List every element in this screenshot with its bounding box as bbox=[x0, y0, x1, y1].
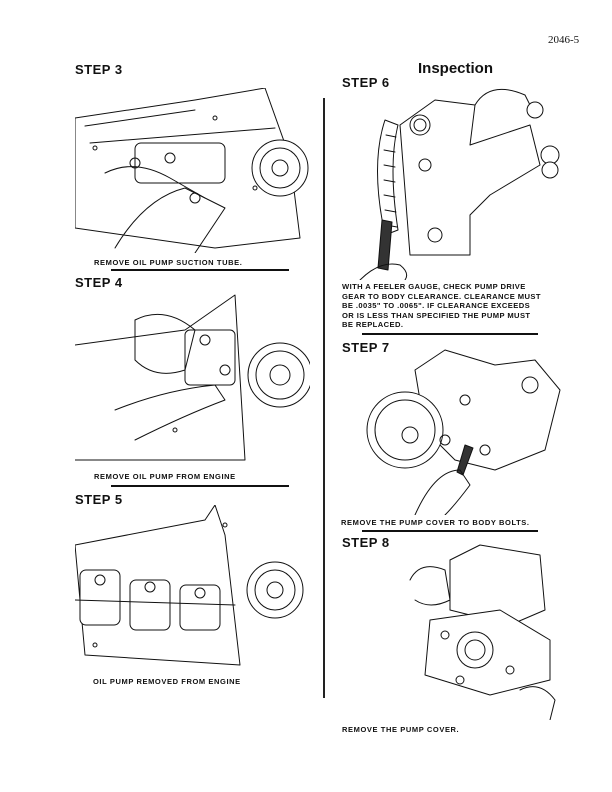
step-8-heading: STEP 8 bbox=[342, 535, 390, 550]
step-6-caption-line: WITH A FEELER GAUGE, CHECK PUMP DRIVE bbox=[342, 282, 526, 291]
step-5-illustration bbox=[75, 505, 304, 666]
step-3-illustration bbox=[75, 88, 309, 253]
step-6-heading: STEP 6 bbox=[342, 75, 390, 90]
section-title: Inspection bbox=[418, 60, 494, 77]
step-5-heading: STEP 5 bbox=[75, 492, 123, 507]
divider bbox=[362, 333, 538, 335]
step-4-caption: REMOVE OIL PUMP FROM ENGINE bbox=[94, 472, 236, 481]
step-7-caption: REMOVE THE PUMP COVER TO BODY BOLTS. bbox=[341, 518, 530, 527]
step-8-illustration bbox=[409, 544, 556, 720]
divider bbox=[362, 530, 538, 532]
step-7-heading: STEP 7 bbox=[342, 340, 390, 355]
step-4-heading: STEP 4 bbox=[75, 275, 123, 290]
divider bbox=[111, 269, 289, 271]
step-3-heading: STEP 3 bbox=[75, 62, 123, 77]
step-7-illustration bbox=[366, 349, 561, 515]
page-number: 2046-5 bbox=[548, 34, 580, 46]
step-6-caption-line: OR IS LESS THAN SPECIFIED THE PUMP MUST bbox=[342, 310, 531, 320]
step-6-caption-line: BE REPLACED. bbox=[342, 320, 404, 330]
step-8-caption: REMOVE THE PUMP COVER. bbox=[342, 725, 460, 734]
step-5-caption: OIL PUMP REMOVED FROM ENGINE bbox=[93, 677, 241, 686]
step-6-illustration bbox=[359, 88, 560, 280]
step-6-caption-line: GEAR TO BODY CLEARANCE. CLEARANCE MUST bbox=[342, 291, 541, 301]
column-divider bbox=[323, 98, 325, 698]
step-3-caption: REMOVE OIL PUMP SUCTION TUBE. bbox=[94, 258, 243, 267]
step-6-caption: WITH A FEELER GAUGE, CHECK PUMP DRIVE GE… bbox=[342, 282, 558, 330]
divider bbox=[111, 485, 289, 487]
step-4-illustration bbox=[75, 294, 310, 461]
step-6-caption-line: BE .0035" TO .0065". IF CLEARANCE EXCEED… bbox=[342, 301, 531, 311]
